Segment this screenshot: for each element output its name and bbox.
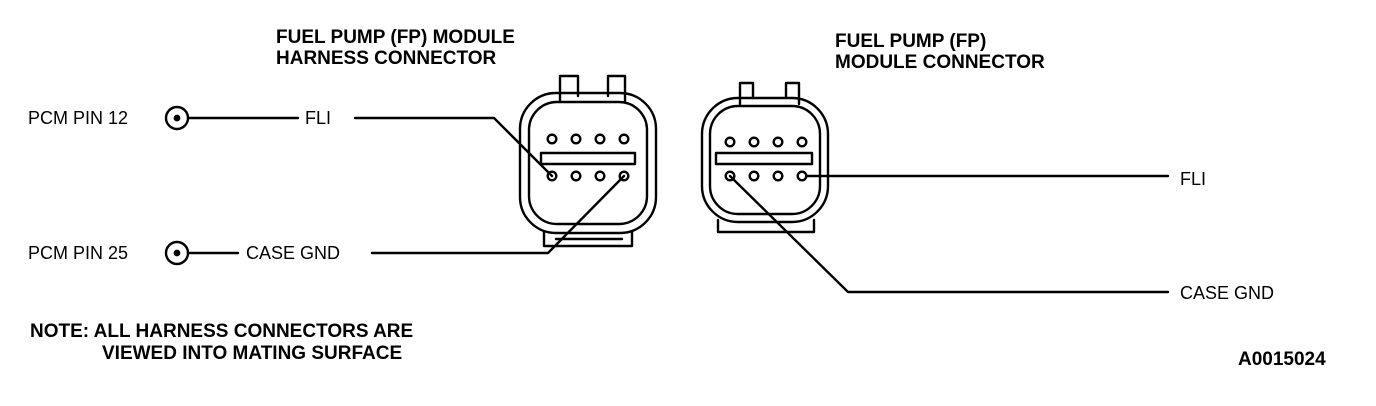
pcm-pin-12-terminal-icon [164,105,190,131]
module-case-gnd-wire [728,174,1170,294]
module-connector-title: FUEL PUMP (FP) MODULE CONNECTOR [835,31,1045,73]
pcm-pin-25-label: PCM PIN 25 [28,243,129,263]
pcm-pin-25-terminal-icon [164,240,190,266]
module-connector-icon [700,81,830,234]
module-connector-title-line1: FUEL PUMP (FP) [835,31,987,52]
pcm-pin-12-label: PCM PIN 12 [28,108,129,128]
harness-connector-icon [518,74,658,248]
module-fli-label: FLI [1180,169,1207,189]
module-case-gnd-label: CASE GND [1180,283,1275,303]
module-connector-title-line2: MODULE CONNECTOR [835,52,1045,73]
harness-fli-wire [353,116,554,178]
figure-id: A0015024 [1238,349,1326,370]
harness-connector-title-line1: FUEL PUMP (FP) MODULE [276,27,515,48]
harness-fli-label: FLI [305,108,332,128]
note-text: NOTE: ALL HARNESS CONNECTORS ARE VIEWED … [30,321,413,365]
harness-connector-title: FUEL PUMP (FP) MODULE HARNESS CONNECTOR [276,27,515,69]
harness-case-gnd-label: CASE GND [246,243,341,263]
note-line2: VIEWED INTO MATING SURFACE [102,343,403,364]
harness-case-gnd-wire [370,174,626,255]
note-line1: NOTE: ALL HARNESS CONNECTORS ARE [30,321,414,342]
harness-connector-title-line2: HARNESS CONNECTOR [276,48,497,69]
